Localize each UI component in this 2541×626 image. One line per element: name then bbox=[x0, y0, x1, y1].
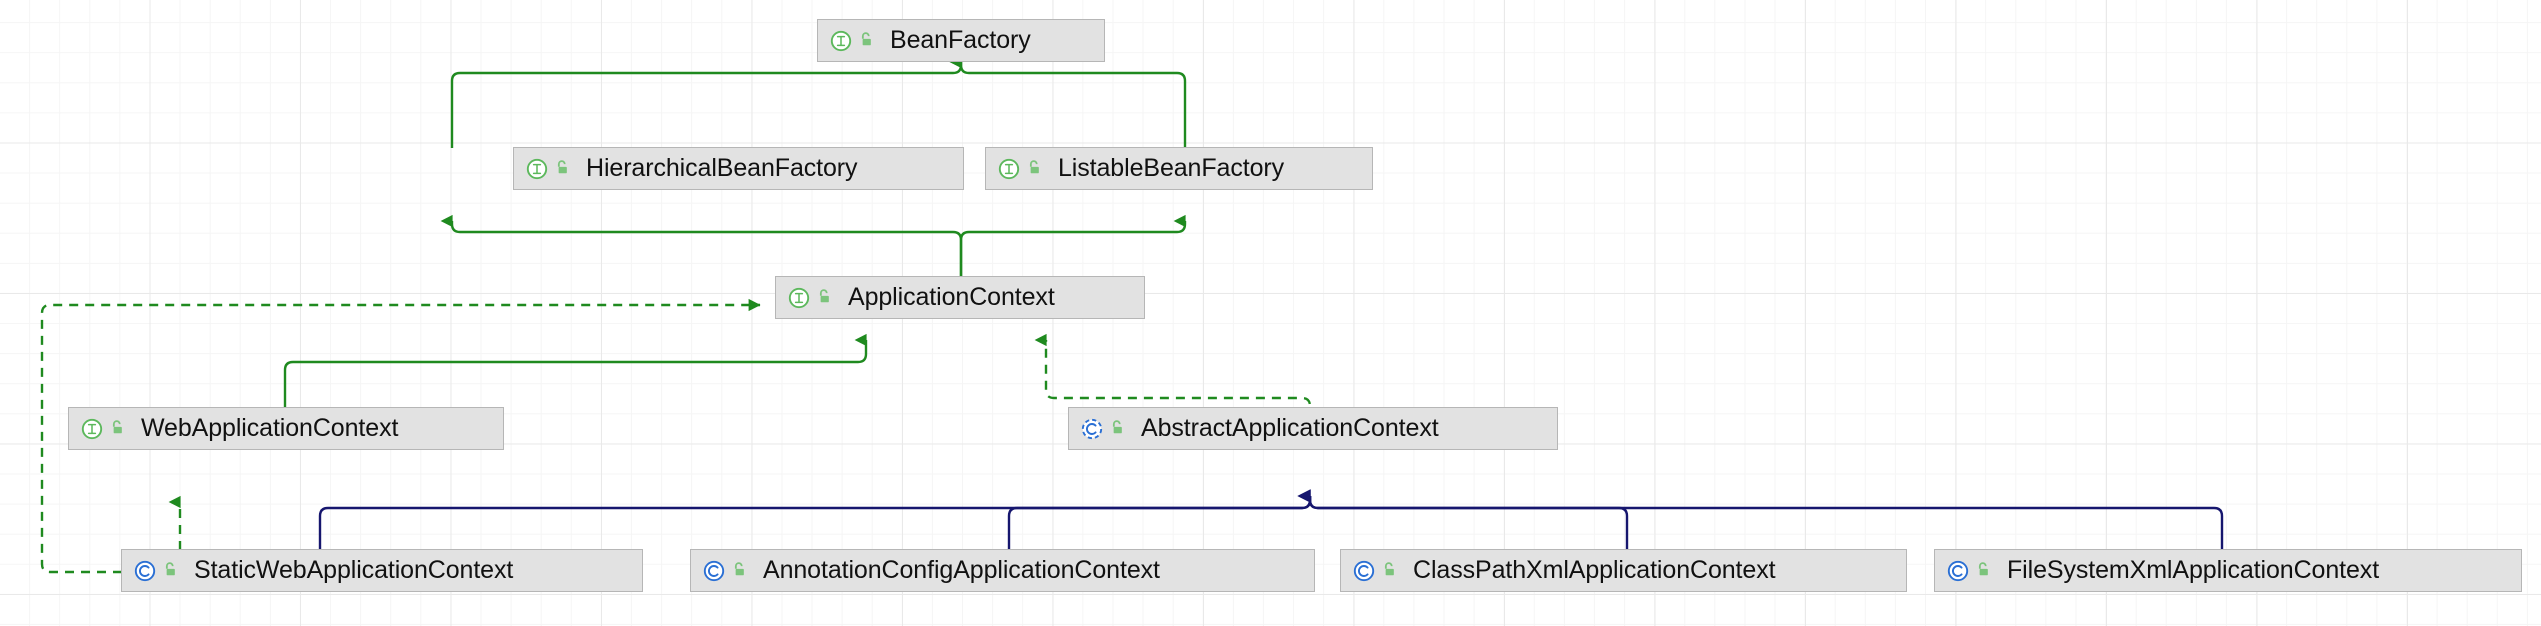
edge-annotationconfigapplicationcontext-to-abstractapplicationcontext bbox=[1007, 489, 1312, 550]
node-applicationcontext[interactable]: ApplicationContext bbox=[775, 276, 1145, 319]
edge-listablebeanfactory-to-beanfactory bbox=[949, 55, 1187, 148]
node-annotationconfigapplicationcontext[interactable]: AnnotationConfigApplicationContext bbox=[690, 549, 1315, 592]
unlocked-padlock-icon bbox=[861, 32, 871, 46]
node-label: FileSystemXmlApplicationContext bbox=[2007, 556, 2380, 584]
class-icon bbox=[703, 560, 725, 581]
class-icon bbox=[134, 560, 156, 581]
unlocked-padlock-icon bbox=[1978, 562, 1988, 576]
node-icon-group bbox=[997, 157, 1043, 181]
node-label: WebApplicationContext bbox=[141, 414, 399, 442]
node-icon-group bbox=[787, 286, 833, 310]
node-icon-group bbox=[1080, 417, 1126, 441]
unlocked-padlock-icon bbox=[734, 562, 744, 576]
node-label: StaticWebApplicationContext bbox=[194, 556, 514, 584]
unlocked-padlock-icon bbox=[557, 160, 567, 174]
interface-icon bbox=[526, 158, 548, 179]
node-icon-group bbox=[702, 559, 748, 583]
node-icon-group bbox=[1946, 559, 1992, 583]
node-label: HierarchicalBeanFactory bbox=[586, 154, 858, 182]
node-hierarchicalbeanfactory[interactable]: HierarchicalBeanFactory bbox=[513, 147, 964, 190]
node-staticwebapplicationcontext[interactable]: StaticWebApplicationContext bbox=[121, 549, 643, 592]
interface-icon bbox=[998, 158, 1020, 179]
node-label: ListableBeanFactory bbox=[1058, 154, 1285, 182]
node-icon-group bbox=[525, 157, 571, 181]
edge-filesystemxmlapplicationcontext-to-abstractapplicationcontext bbox=[1297, 489, 2224, 550]
node-icon-group bbox=[80, 417, 126, 441]
unlocked-padlock-icon bbox=[819, 289, 829, 303]
node-label: ClassPathXmlApplicationContext bbox=[1413, 556, 1776, 584]
node-abstractapplicationcontext[interactable]: AbstractApplicationContext bbox=[1068, 407, 1558, 450]
node-webapplicationcontext[interactable]: WebApplicationContext bbox=[68, 407, 504, 450]
interface-icon bbox=[830, 30, 852, 51]
interface-icon bbox=[81, 418, 103, 439]
node-label: AbstractApplicationContext bbox=[1141, 414, 1439, 442]
node-icon-group bbox=[1352, 559, 1398, 583]
edge-hierarchicalbeanfactory-to-beanfactory bbox=[450, 55, 963, 148]
node-icon-group bbox=[133, 559, 179, 583]
class-icon bbox=[1947, 560, 1969, 581]
unlocked-padlock-icon bbox=[1112, 420, 1122, 434]
unlocked-padlock-icon bbox=[1029, 160, 1039, 174]
edge-staticwebapplicationcontext-to-abstractapplicationcontext bbox=[318, 489, 1312, 550]
node-label: AnnotationConfigApplicationContext bbox=[763, 556, 1160, 584]
abstract-class-icon bbox=[1081, 418, 1103, 439]
unlocked-padlock-icon bbox=[165, 562, 175, 576]
unlocked-padlock-icon bbox=[1384, 562, 1394, 576]
node-filesystemxmlapplicationcontext[interactable]: FileSystemXmlApplicationContext bbox=[1934, 549, 2522, 592]
node-listablebeanfactory[interactable]: ListableBeanFactory bbox=[985, 147, 1373, 190]
node-label: BeanFactory bbox=[890, 26, 1031, 54]
class-icon bbox=[1353, 560, 1375, 581]
node-classpathxmlapplicationcontext[interactable]: ClassPathXmlApplicationContext bbox=[1340, 549, 1907, 592]
unlocked-padlock-icon bbox=[112, 420, 122, 434]
node-icon-group bbox=[829, 29, 875, 53]
node-label: ApplicationContext bbox=[848, 283, 1055, 311]
edge-classpathxmlapplicationcontext-to-abstractapplicationcontext bbox=[1297, 489, 1629, 550]
node-beanfactory[interactable]: BeanFactory bbox=[817, 19, 1105, 62]
interface-icon bbox=[788, 287, 810, 308]
